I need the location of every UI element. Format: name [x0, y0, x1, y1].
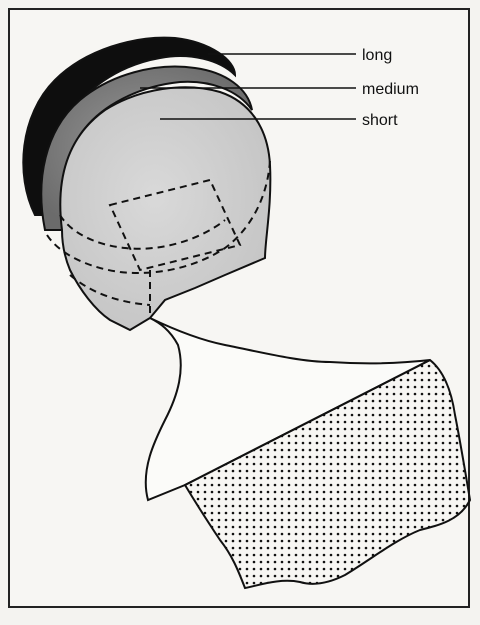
label-medium: medium: [362, 81, 419, 98]
label-long: long: [362, 47, 392, 64]
femoral-head: [60, 87, 270, 330]
label-short: short: [362, 112, 398, 129]
